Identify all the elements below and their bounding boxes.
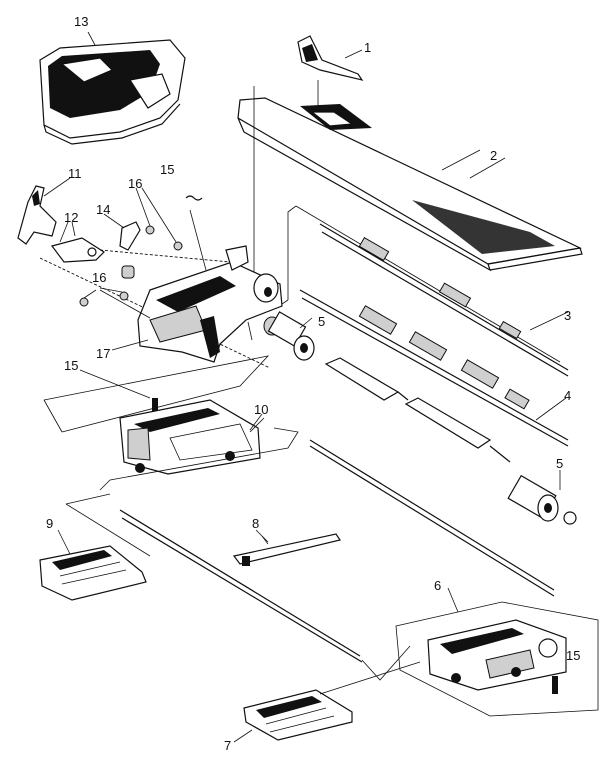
callout-10: 10 — [254, 402, 268, 417]
part-17-carriage — [99, 245, 283, 363]
callout-13: 13 — [74, 14, 88, 29]
part-14-pin — [119, 221, 141, 279]
callout-5a: 5 — [318, 314, 325, 329]
callout-6: 6 — [434, 578, 441, 593]
part-15-spring-top — [185, 195, 207, 271]
callout-3: 3 — [564, 308, 571, 323]
callout-12: 12 — [64, 210, 78, 225]
callout-9: 9 — [46, 516, 53, 531]
callout-16a: 16 — [128, 176, 142, 191]
part-12-spring-clip — [50, 221, 105, 263]
callout-15a: 15 — [160, 162, 174, 177]
part-15-spring-mid — [152, 398, 158, 414]
callout-4: 4 — [564, 388, 571, 403]
part-9-guide-block — [39, 493, 151, 601]
part-3-shaft — [319, 223, 569, 377]
part-7-bottom-block — [243, 661, 421, 741]
part-6-lower-assembly — [395, 601, 599, 717]
callout-17: 17 — [96, 346, 110, 361]
callout-8: 8 — [252, 516, 259, 531]
part-1-bracket — [297, 35, 364, 108]
part-11-lever — [17, 185, 271, 369]
callout-15b: 15 — [64, 358, 78, 373]
callout-2: 2 — [490, 148, 497, 163]
part-5-bushing-lower — [507, 474, 577, 525]
callout-7: 7 — [224, 738, 231, 753]
lower-shafts — [119, 439, 555, 681]
part-4-lower-segment — [324, 357, 511, 463]
callout-1: 1 — [364, 40, 371, 55]
part-5-bushing-upper — [263, 311, 315, 361]
part-10-assembly — [43, 355, 299, 491]
callout-5b: 5 — [556, 456, 563, 471]
callout-11: 11 — [68, 166, 82, 181]
callout-15c: 15 — [566, 648, 580, 663]
callout-16b: 16 — [92, 270, 106, 285]
part-16-screws — [79, 187, 183, 307]
callout-14: 14 — [96, 202, 110, 217]
part-4-roller — [299, 289, 569, 447]
part-8-plate — [232, 533, 341, 566]
part-13-cover-housing — [39, 31, 186, 145]
leader-lines — [43, 149, 567, 743]
part-2-top-cover — [237, 97, 583, 272]
